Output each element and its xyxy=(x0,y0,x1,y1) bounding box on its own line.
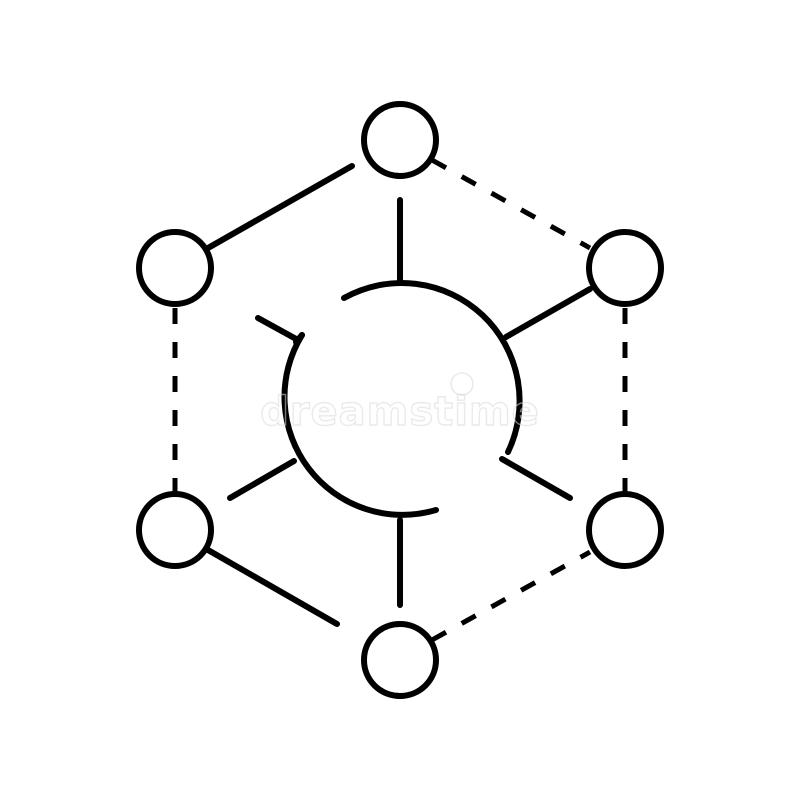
spoke-upper-left-stub xyxy=(255,315,301,343)
node-top xyxy=(361,101,439,179)
spoke-to-lower-left xyxy=(227,458,297,501)
link-lower-left-to-bottom xyxy=(205,547,340,627)
node-lower-left xyxy=(136,491,214,569)
node-bottom xyxy=(361,621,439,699)
node-upper-right xyxy=(586,229,664,307)
outer-nodes xyxy=(136,101,664,699)
dashed-link-top-to-upper-right xyxy=(430,157,592,251)
registered-mark-icon xyxy=(450,372,474,396)
node-upper-left xyxy=(136,229,214,307)
hub-spokes xyxy=(227,197,593,608)
dashed-link-bottom-to-lower-right xyxy=(430,549,592,643)
watermark-text: dreamstime xyxy=(260,389,540,435)
spoke-to-upper-right xyxy=(503,286,593,340)
solid-links xyxy=(205,163,355,627)
hub-arc-left xyxy=(281,332,439,518)
node-lower-right xyxy=(586,491,664,569)
hub-arc-top xyxy=(341,280,523,455)
dashed-links xyxy=(172,157,628,643)
link-upper-left-to-top xyxy=(205,163,355,251)
watermark: dreamstime xyxy=(259,372,540,436)
spoke-lower-right-stub xyxy=(499,456,573,501)
